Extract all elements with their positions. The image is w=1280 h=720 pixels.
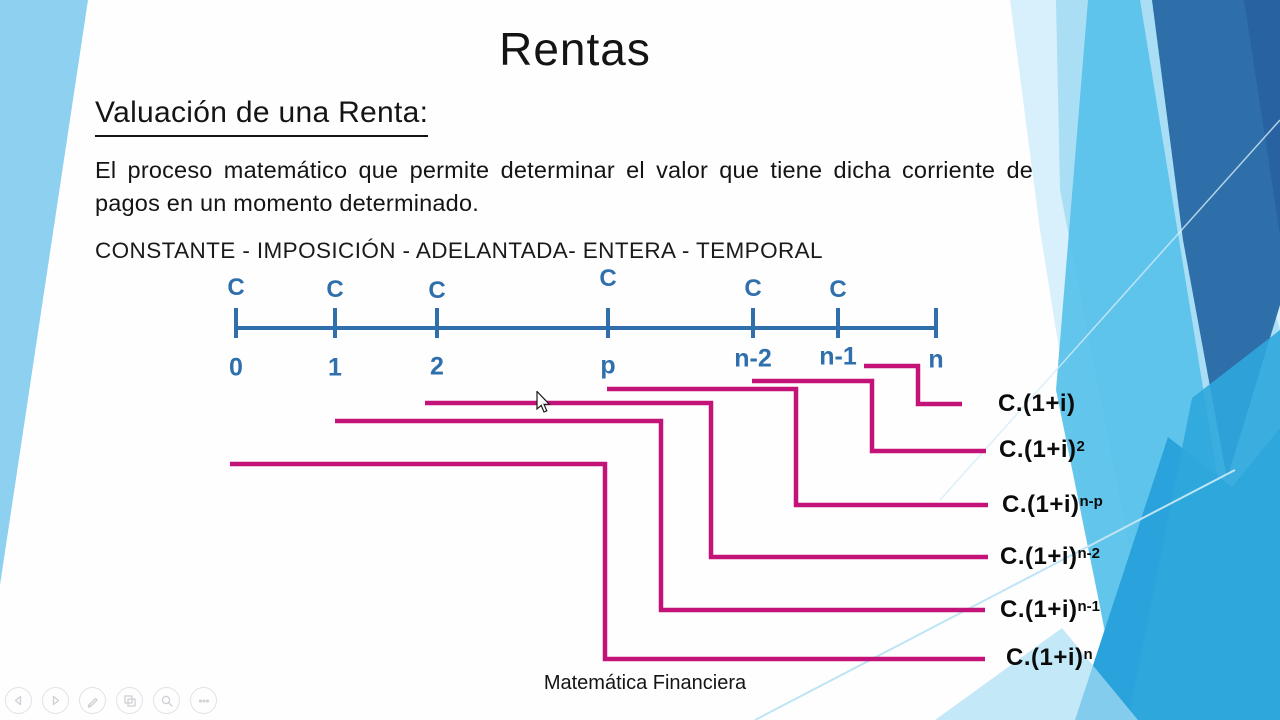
connector-line: [425, 400, 988, 560]
see-all-slides-button[interactable]: [116, 687, 143, 714]
connector-line: [607, 386, 988, 508]
magnifier-icon: [161, 695, 173, 707]
more-options-button[interactable]: [190, 687, 217, 714]
mouse-cursor-icon: [536, 391, 551, 413]
body-paragraph: El proceso matemático que permite determ…: [95, 157, 1033, 216]
zoom-button[interactable]: [153, 687, 180, 714]
thin-diagonal-line: [754, 469, 1236, 720]
connector-line: [864, 363, 962, 407]
footer-text: Matemática Financiera: [543, 672, 747, 694]
connector-line: [335, 418, 985, 613]
next-slide-button[interactable]: [42, 687, 69, 714]
classification-keywords: CONSTANTE - IMPOSICIÓN - ADELANTADA- ENT…: [95, 238, 823, 263]
frames-icon: [123, 694, 136, 707]
right-darker-sliver: [1244, 0, 1280, 235]
right-triangle-icon: [52, 695, 60, 706]
bottom-blue-shape: [1128, 330, 1280, 720]
left-triangle-icon: [14, 695, 22, 706]
slide-title: Rentas: [499, 23, 651, 75]
bottom-light-sliver: [935, 628, 1138, 720]
connector-line: [752, 378, 986, 454]
section-heading: Valuación de una Renta:: [95, 96, 429, 137]
slideshow-toolbar: [5, 687, 217, 714]
pencil-icon: [87, 697, 98, 708]
previous-slide-button[interactable]: [5, 687, 32, 714]
ellipsis-icon: [198, 698, 209, 703]
thin-diagonal-line-2: [939, 119, 1280, 501]
left-wedge-shape: [0, 0, 88, 585]
connector-line: [230, 461, 985, 662]
pen-button[interactable]: [79, 687, 106, 714]
